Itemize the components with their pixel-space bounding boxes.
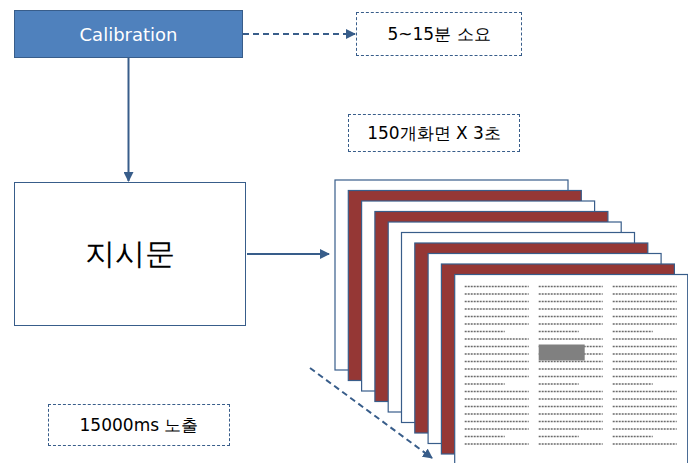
text-line <box>465 331 505 333</box>
connector-arrow <box>243 33 355 35</box>
node-label: 5~15분 소요 <box>387 23 490 46</box>
text-line <box>539 443 603 445</box>
text-line <box>539 368 603 370</box>
node-label: 15000ms 노출 <box>80 414 199 437</box>
text-line <box>613 301 677 303</box>
text-line <box>613 391 677 393</box>
text-line <box>539 383 579 385</box>
text-line <box>613 323 677 325</box>
text-line <box>465 301 529 303</box>
text-line <box>613 293 677 295</box>
text-line <box>465 421 529 423</box>
text-line <box>613 383 653 385</box>
text-line <box>465 361 529 363</box>
text-line <box>613 376 677 378</box>
text-line <box>539 406 603 408</box>
node-label: Calibration <box>80 24 178 45</box>
text-line <box>465 376 529 378</box>
note-box: 150개화면 X 3초 <box>348 114 520 152</box>
text-line <box>465 383 505 385</box>
text-line <box>613 368 677 370</box>
text-line <box>465 323 529 325</box>
text-line <box>539 428 603 430</box>
text-line <box>613 443 677 445</box>
text-line <box>613 346 677 348</box>
text-line <box>539 293 603 295</box>
text-line <box>539 421 603 423</box>
text-line <box>465 443 529 445</box>
text-line <box>613 398 677 400</box>
sequence-arrow <box>310 368 432 458</box>
text-line <box>613 421 677 423</box>
text-line <box>539 413 603 415</box>
text-line <box>613 338 677 340</box>
note-box: 5~15분 소요 <box>356 12 522 56</box>
screen-page <box>455 275 688 463</box>
text-line <box>539 286 603 288</box>
text-line <box>465 338 529 340</box>
highlight-block <box>539 345 585 361</box>
text-line <box>465 406 529 408</box>
text-line <box>613 436 653 438</box>
text-line <box>539 391 603 393</box>
text-line <box>465 308 529 310</box>
text-line <box>539 331 579 333</box>
text-line <box>465 398 529 400</box>
process-box: Calibration <box>14 10 243 58</box>
text-line <box>613 406 677 408</box>
text-line <box>465 391 529 393</box>
note-box: 15000ms 노출 <box>48 404 230 446</box>
text-line <box>539 338 603 340</box>
stack-arrow <box>247 253 329 255</box>
connector-arrow <box>128 58 130 181</box>
text-line <box>465 368 529 370</box>
text-line <box>539 301 603 303</box>
text-line <box>539 308 603 310</box>
text-line <box>465 436 505 438</box>
text-line <box>539 361 603 363</box>
text-line <box>465 316 529 318</box>
text-line <box>613 308 677 310</box>
text-line <box>613 353 677 355</box>
text-line <box>539 398 603 400</box>
text-line <box>465 413 529 415</box>
node-label: 지시문 <box>85 234 175 275</box>
text-line <box>539 376 603 378</box>
text-line <box>465 293 529 295</box>
text-line <box>465 428 529 430</box>
text-line <box>613 331 653 333</box>
text-line <box>613 361 677 363</box>
process-box: 지시문 <box>14 182 246 326</box>
text-line <box>539 436 579 438</box>
text-line <box>613 316 677 318</box>
text-line <box>613 413 677 415</box>
text-line <box>539 316 603 318</box>
text-line <box>465 346 529 348</box>
node-label: 150개화면 X 3초 <box>367 122 501 145</box>
text-line <box>465 353 529 355</box>
text-line <box>539 323 603 325</box>
text-line <box>613 286 677 288</box>
text-line <box>465 286 529 288</box>
text-line <box>613 428 677 430</box>
